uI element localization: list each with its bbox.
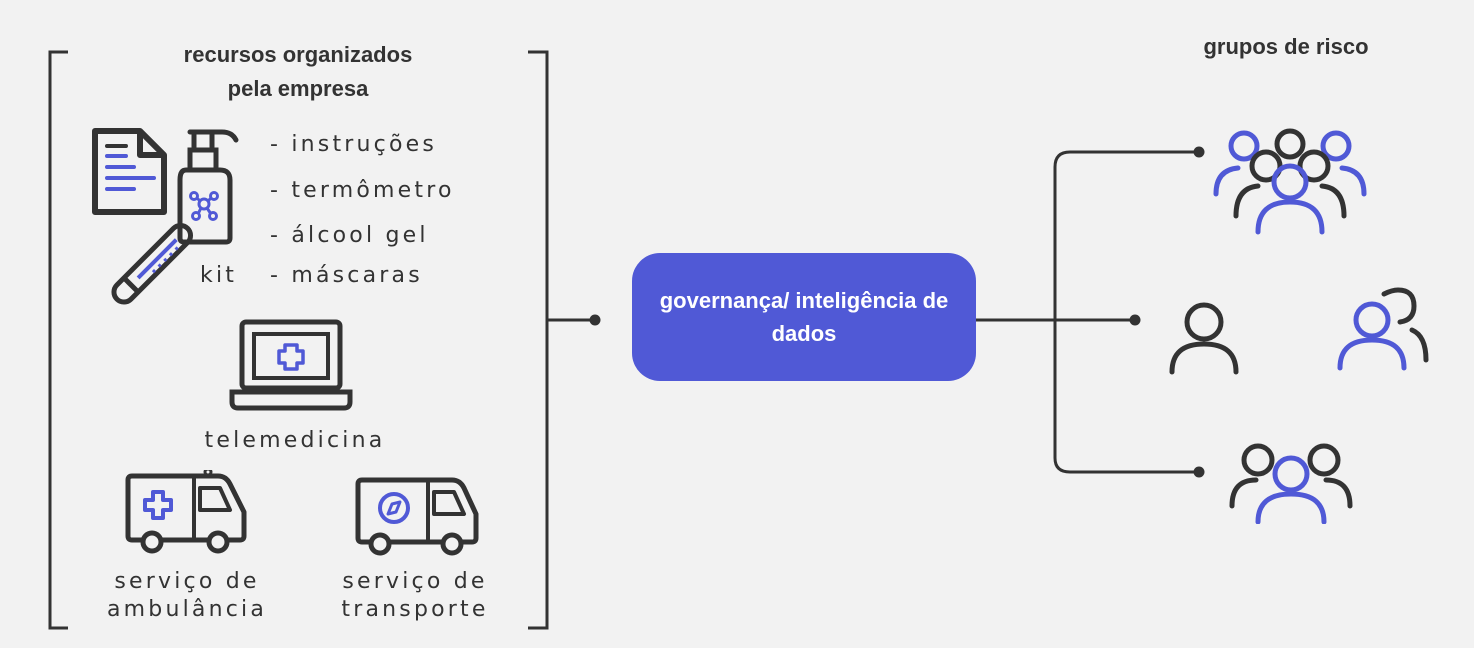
telemedicine-label: telemedicina [204,428,386,453]
kit-item-thermometer: - termômetro [270,178,455,203]
ambulance-label-line2: ambulância [106,597,268,622]
connector-dot-middle [1129,314,1141,326]
thermometer-icon [111,222,194,305]
connector-dot-bottom [1193,466,1205,478]
document-icon [92,128,167,215]
group-of-three-icon [1229,443,1353,524]
person-pair-icon [1337,287,1429,371]
ambulance-label-line1: serviço de [114,569,260,594]
transport-service-label: serviço de transporte [320,568,510,624]
resources-title-line2: pela empresa [227,76,369,101]
bracket-right [528,50,549,630]
resources-title: recursos organizados pela empresa [148,38,448,106]
ambulance-service-label: serviço de ambulância [92,568,282,624]
connector-dot-top [1193,146,1205,158]
single-person-icon [1169,302,1239,375]
transport-label-line2: transporte [341,597,489,622]
large-group-icon [1213,128,1367,235]
ambulance-icon [125,470,247,554]
laptop-medical-icon [229,319,353,411]
connector-branch-bottom [1053,320,1198,474]
transport-van-icon [355,477,479,556]
connector-branch-top [1053,150,1198,320]
kit-label: kit [200,263,238,288]
connector-dot-left [589,314,601,326]
resources-title-line1: recursos organizados [183,42,413,67]
sanitizer-bottle-icon [177,129,239,245]
kit-item-masks: - máscaras [270,263,423,288]
risk-groups-title: grupos de risco [1203,34,1369,59]
governance-line2: dados [771,321,837,346]
governance-line1: governança/ inteligência de [659,288,949,313]
governance-box: governança/ inteligência de dados [632,253,976,381]
bracket-left [48,50,68,630]
kit-item-instructions: - instruções [270,132,438,157]
transport-label-line1: serviço de [342,569,488,594]
kit-item-alcohol-gel: - álcool gel [270,223,429,248]
